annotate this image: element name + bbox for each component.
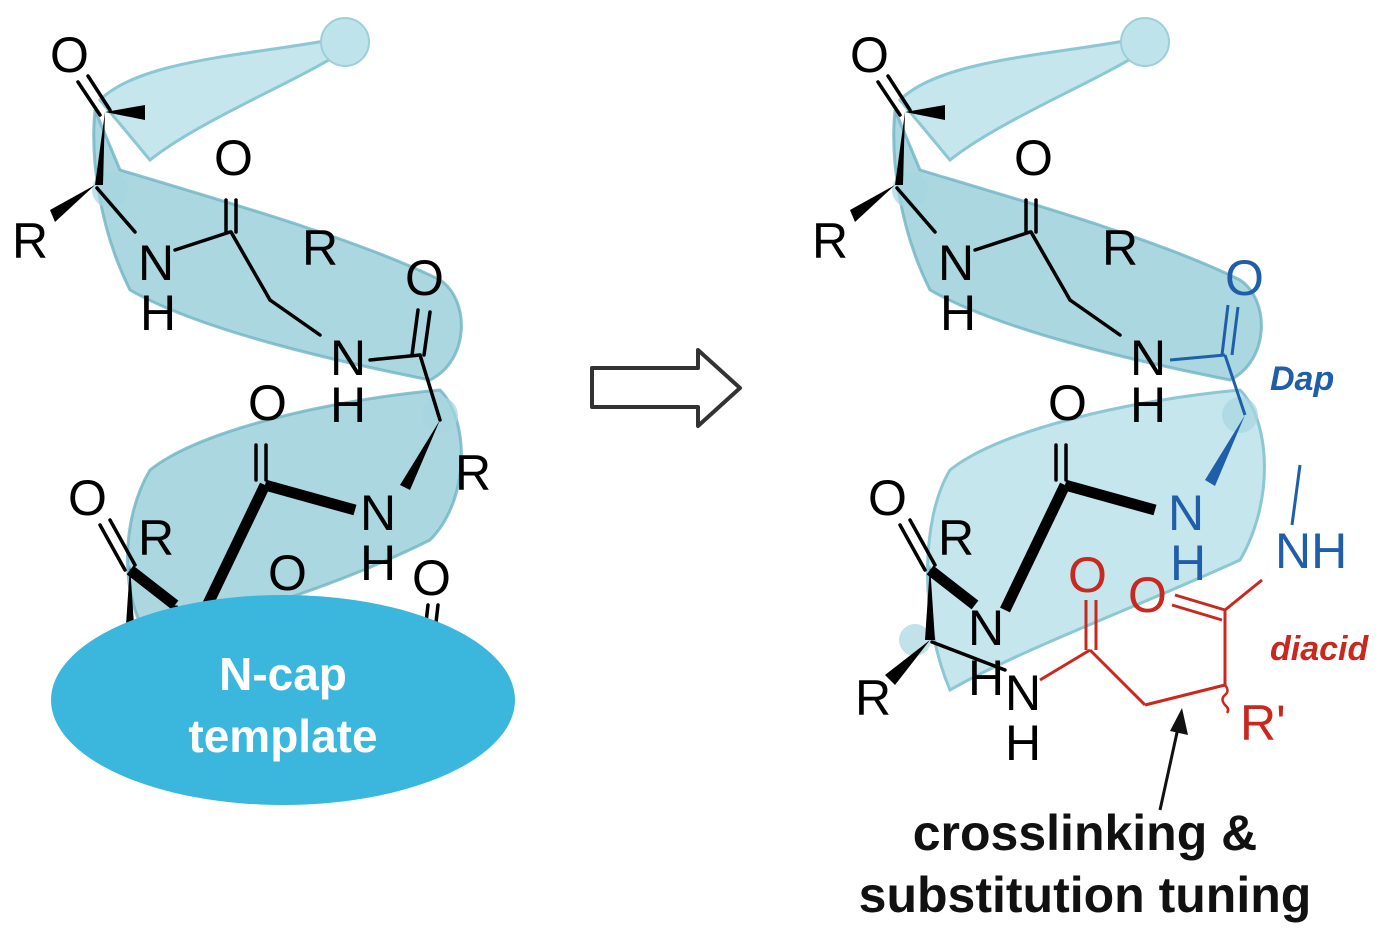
atom-n: N [1168, 485, 1204, 541]
dap-label: Dap [1270, 360, 1334, 398]
atom-h: H [140, 285, 176, 341]
helix-ribbon-right [892, 17, 1266, 693]
helix-end-ball [1120, 17, 1170, 67]
atom-n: N [968, 600, 1004, 656]
atom-r: R [1102, 220, 1138, 276]
diacid-linker: O O R' diacid [1039, 547, 1369, 751]
atom-o: O [868, 470, 907, 526]
atom-o: O [412, 550, 451, 606]
dap-residue: O N H NH Dap [1168, 250, 1347, 591]
atom-o: O [850, 27, 889, 83]
atom-o: O [405, 250, 444, 306]
atom-r: R [12, 213, 48, 269]
atom-labels-right: O R N H O R N H O O R N H R N H [812, 27, 1166, 771]
left-panel: O R N H O R N H O O R N H O R O O N N-ca… [12, 17, 515, 805]
atom-n: N [138, 235, 174, 291]
ncap-ellipse [51, 595, 515, 805]
atom-o: O [268, 545, 307, 601]
backbone-bonds-right [850, 74, 1157, 685]
atom-h: H [1130, 377, 1166, 433]
atom-n: N [1005, 665, 1041, 721]
atom-o: O [68, 470, 107, 526]
atom-o: O [50, 27, 89, 83]
atom-h: H [360, 535, 396, 591]
atom-r: R [938, 510, 974, 566]
caption-line1: crosslinking & [913, 805, 1258, 861]
caption-line2: substitution tuning [859, 867, 1312, 923]
hollow-right-arrow-icon [590, 348, 742, 428]
atom-o: O [248, 375, 287, 431]
atom-n: N [360, 485, 396, 541]
atom-o: O [1048, 375, 1087, 431]
atom-r: R [302, 220, 338, 276]
atom-h: H [1170, 535, 1206, 591]
helix-end-ball [320, 17, 370, 67]
atom-r: R [455, 445, 491, 501]
atom-h: H [330, 377, 366, 433]
atom-nh: NH [1275, 523, 1347, 579]
atom-r: R [138, 510, 174, 566]
right-panel: O N H NH Dap O O R' diacid O R N H [812, 17, 1369, 923]
atom-r: R [812, 213, 848, 269]
atom-h: H [968, 650, 1004, 706]
atom-o: O [1225, 250, 1264, 306]
ncap-label-line1: N-cap [219, 648, 347, 700]
atom-o: O [1068, 547, 1107, 603]
helix-ribbon-left [92, 17, 463, 642]
r-prime-label: R' [1240, 695, 1286, 751]
atom-n: N [1130, 330, 1166, 386]
atom-n: N [330, 330, 366, 386]
diacid-label: diacid [1270, 630, 1369, 668]
ncap-template: N-cap template [51, 595, 515, 805]
atom-n: N [938, 235, 974, 291]
atom-h: H [940, 285, 976, 341]
ncap-label-line2: template [188, 710, 377, 762]
pointer-arrow-icon [1158, 708, 1188, 811]
atom-o: O [1014, 130, 1053, 186]
atom-o: O [214, 130, 253, 186]
atom-o: O [1128, 567, 1167, 623]
atom-h: H [1005, 715, 1041, 771]
atom-r: R [855, 670, 891, 726]
